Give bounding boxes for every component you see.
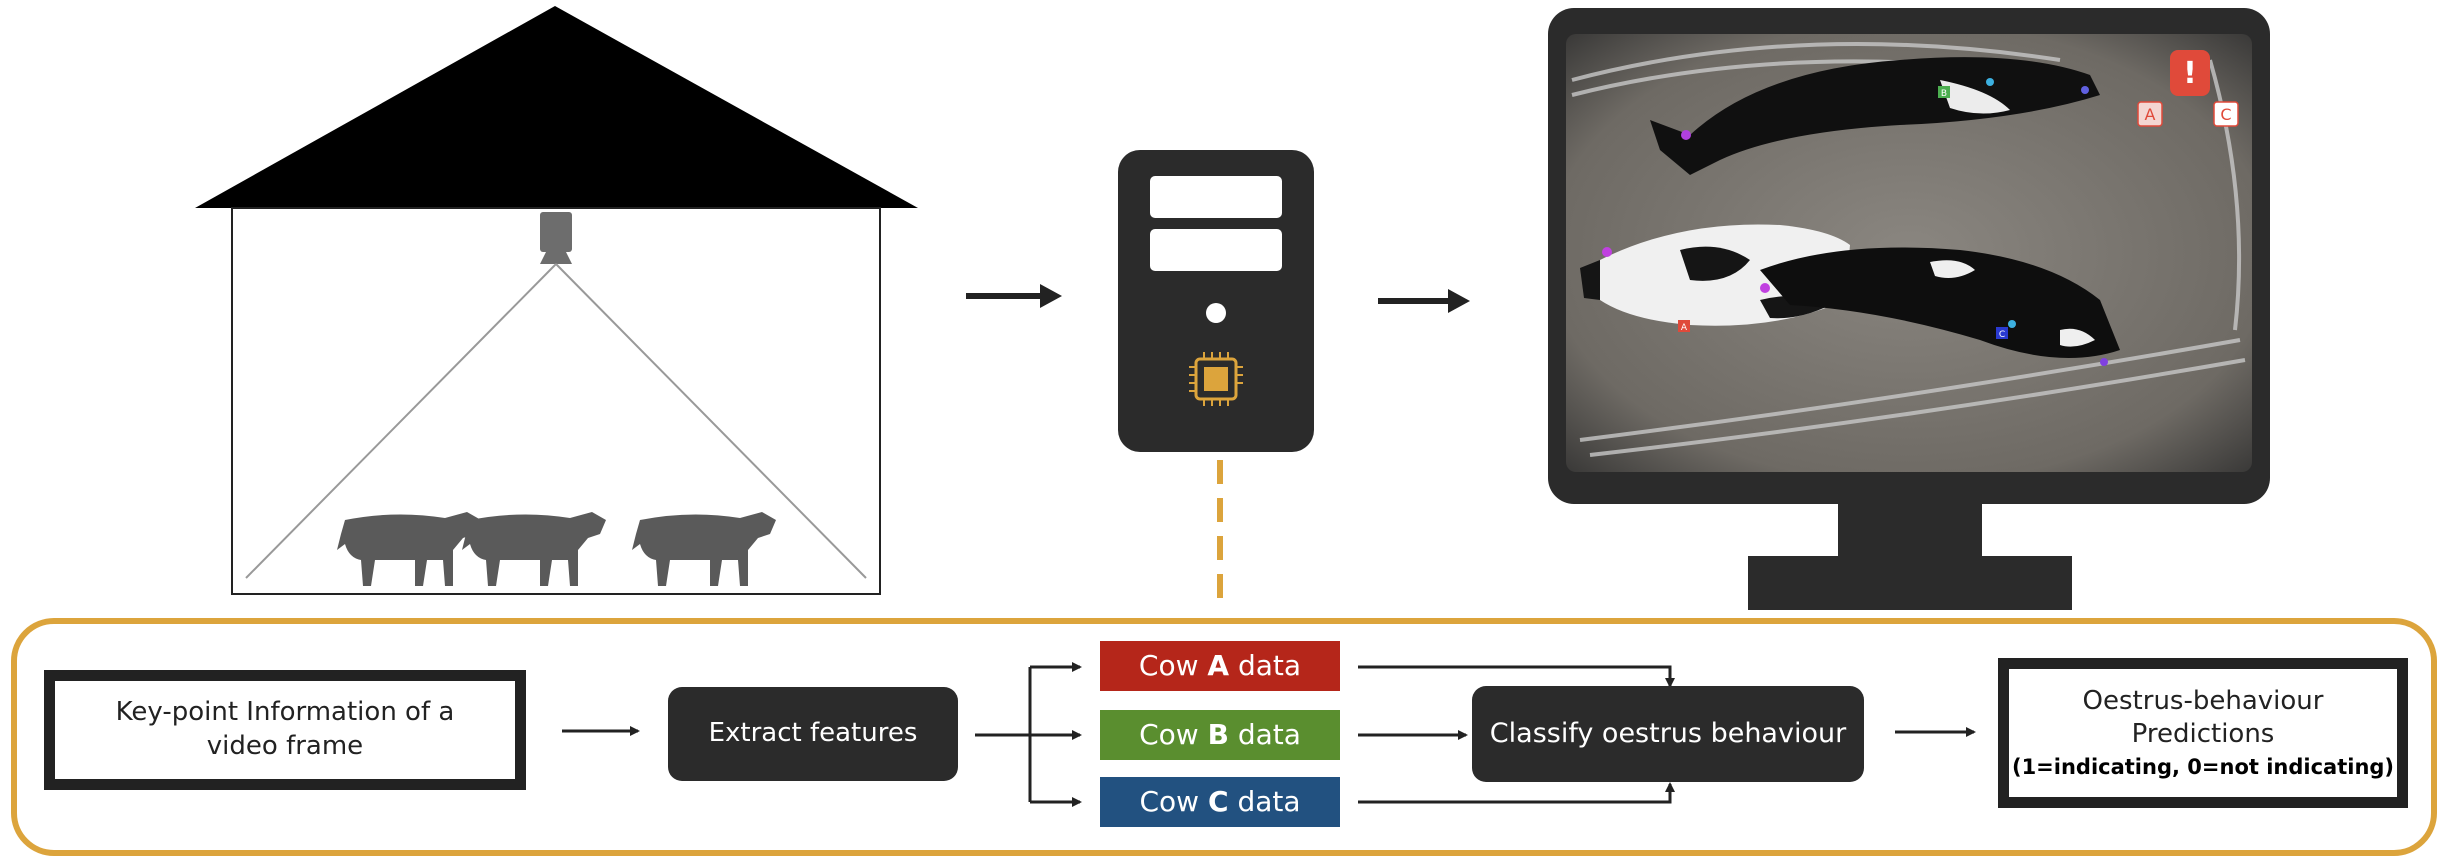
cow-a-data-box: Cow A data — [1100, 641, 1340, 691]
classify-box: Classify oestrus behaviour — [1472, 686, 1864, 782]
extract-features-label: Extract features — [708, 718, 918, 749]
camera-view-line-left — [245, 263, 557, 579]
arrow-head — [1448, 289, 1470, 313]
predictions-box: Oestrus-behaviour Predictions (1=indicat… — [1998, 658, 2408, 808]
pipeline-frame — [11, 618, 2437, 856]
alert-tag-c: C — [2213, 101, 2239, 127]
extract-features-box: Extract features — [668, 687, 958, 781]
keypoint-markers — [1602, 78, 2108, 366]
cow-c-id: C — [1207, 784, 1229, 818]
cow-a-marker: A — [1681, 323, 1688, 333]
cow-a-id: A — [1207, 648, 1230, 682]
cow-b-marker: B — [1941, 89, 1947, 99]
cow-icon — [462, 512, 606, 586]
cow-b-suffix: data — [1237, 717, 1301, 751]
cow-c-suffix: data — [1237, 784, 1301, 818]
svg-text:A: A — [2145, 105, 2156, 124]
keypoint-input-box: Key-point Information of a video frame — [44, 670, 526, 790]
feed-cow-c — [1760, 247, 2120, 358]
cow-c-prefix: Cow — [1139, 784, 1200, 818]
ceiling-camera-icon — [540, 212, 572, 264]
arrow-head — [1040, 284, 1062, 308]
pipeline-arrows — [562, 662, 1976, 807]
camera-feed: B A C ! A C — [1566, 34, 2252, 472]
cow-a-suffix: data — [1238, 648, 1302, 682]
classify-label: Classify oestrus behaviour — [1489, 718, 1847, 750]
svg-text:C: C — [2220, 105, 2231, 124]
predictions-note: (1=indicating, 0=not indicating) — [2011, 755, 2395, 780]
keypoint-input-label: Key-point Information of a video frame — [115, 697, 455, 761]
cow-a-prefix: Cow — [1138, 648, 1199, 682]
cow-icon — [632, 512, 776, 586]
cow-icon — [337, 512, 481, 586]
monitor-icon: B A C ! A C — [1548, 8, 2270, 610]
barn-icon — [195, 6, 918, 595]
cow-b-prefix: Cow — [1139, 717, 1199, 751]
cow-b-id: B — [1207, 717, 1229, 751]
cow-id-labels: B A C — [1678, 86, 2008, 340]
cow-c-marker: C — [1999, 330, 2005, 340]
cow-b-data-box: Cow B data — [1100, 710, 1340, 760]
alert-tag-a: A — [2137, 101, 2163, 127]
exclamation-alert-icon: ! — [2170, 50, 2210, 96]
cows-silhouette — [337, 512, 776, 586]
predictions-title: Oestrus-behaviour Predictions — [2082, 685, 2324, 750]
feed-cow-b — [1650, 57, 2100, 176]
cow-c-data-box: Cow C data — [1100, 777, 1340, 827]
computer-tower-icon — [1118, 150, 1314, 452]
svg-text:!: ! — [2183, 56, 2197, 91]
camera-view-line-right — [555, 263, 867, 579]
processor-chip-icon — [1189, 352, 1243, 406]
